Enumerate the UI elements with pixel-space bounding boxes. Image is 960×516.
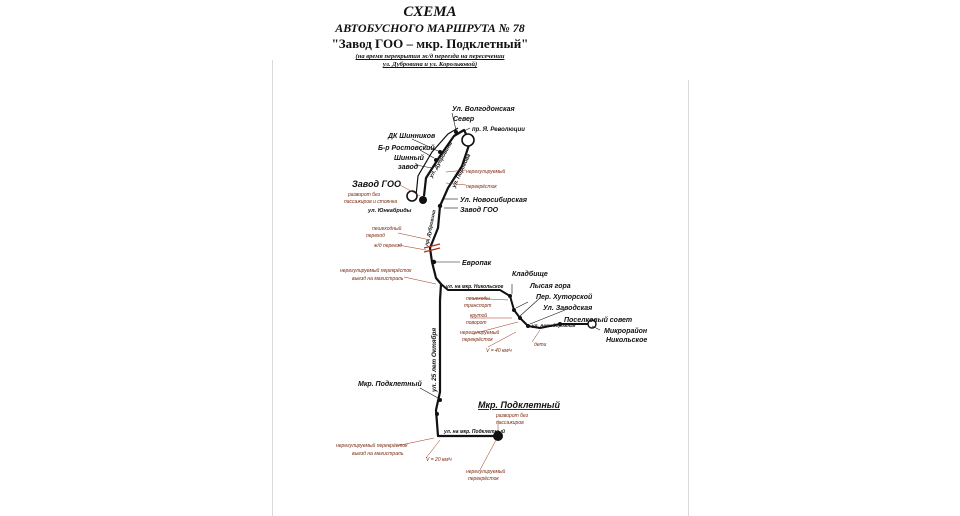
note-speed-60: V = 40 км/ч — [486, 348, 512, 354]
title-line-2: АВТОБУСНОГО МАРШРУТА № 78 — [335, 21, 525, 35]
stop-label-evropak: Европак — [462, 260, 492, 267]
stop-label-dk-shinnikov: ДК Шинников — [387, 133, 436, 140]
stop-dot — [438, 150, 442, 154]
note-povorot: поворот — [466, 320, 487, 326]
note-speed-20: V = 20 км/ч — [426, 457, 452, 463]
scan-edge-left — [272, 60, 273, 516]
stop-label-kladbishche: Кладбище — [512, 270, 548, 278]
stop-dot — [434, 158, 438, 162]
note-unreg-int-2: выезд на магистраль — [352, 276, 404, 282]
street-label-dubrovin-s: пр. Дубровина — [423, 209, 437, 246]
stop-dot — [435, 412, 439, 416]
terminal-nikolskoe — [587, 319, 597, 329]
note-razvorot-1: разворот без — [347, 192, 381, 198]
terminal-podkletny — [493, 431, 503, 441]
note-unreg-int-1: нерегулируемый перекрёсток — [340, 267, 412, 274]
stop-label-novosibirskaya: Ул. Новосибирская — [460, 196, 527, 204]
title-line-3: "Завод ГОО – мкр. Подклетный" — [331, 36, 529, 51]
title-line-5: ул. Дубровина и ул. Корольковой) — [382, 61, 478, 68]
stop-label-zavod-goo-big: Завод ГОО — [352, 179, 401, 189]
stop-label-mkr-nikolskoe-1: Микрорайон — [604, 327, 648, 335]
stop-dot — [454, 130, 458, 134]
stop-label-mkr-podkletny: Мкр. Подклетный — [358, 380, 422, 388]
stop-dot — [437, 203, 443, 209]
street-label-vertical-road: ул. 25 лет Октября — [430, 328, 438, 393]
stop-dot — [508, 294, 512, 298]
turnaround-loop-goo — [406, 190, 418, 202]
stop-label-zavod-goo: Завод ГОО — [460, 206, 499, 214]
route-line-branch — [440, 283, 590, 329]
note-neregul-b-2: перекрёсток — [468, 476, 499, 482]
route-line-main — [422, 128, 498, 438]
note-razvorot-2: пассажиров и стоянка — [344, 199, 397, 205]
stop-dot — [512, 308, 516, 312]
railway-mark — [423, 243, 441, 249]
note-regulated-1: нерегулируемый — [466, 168, 506, 175]
stop-label-mkr-podkletny-big: Мкр. Подклетный — [478, 400, 560, 410]
note-pereezd-2: переход — [366, 233, 385, 239]
note-neregul-2: перекрёсток — [462, 337, 493, 343]
note-krutoy: крутой — [470, 312, 487, 319]
note-razvorot-podkl-1: разворот без — [495, 413, 529, 419]
title-line-4: (на время перекрытия ж/д переезда на пер… — [355, 53, 505, 60]
railway-mark — [423, 247, 441, 253]
stop-label-poselkovy-sovet: Поселковый совет — [564, 316, 632, 324]
note-deti: дети — [534, 342, 547, 348]
street-label-yakovlevskaya: ул. Юнкабриды — [367, 207, 412, 214]
stop-dot — [518, 316, 522, 320]
stop-label-ul-zavodskaya: Ул. Заводская — [543, 304, 592, 312]
stop-dot — [438, 398, 442, 402]
note-unreg-bottom-1: нерегулируемый перекрёсток — [336, 442, 408, 449]
stop-label-volgodonskaya: Ул. Волгодонская — [452, 105, 515, 113]
stop-label-shinny-zavod-1: Шинный — [394, 154, 425, 162]
stop-dot — [558, 322, 562, 326]
stop-label-shinny-zavod-2: завод — [398, 163, 419, 171]
street-label-avtodorozhnaya: ул. Автодорожная — [531, 323, 576, 328]
note-pesh-1: пешеходы — [466, 296, 490, 302]
note-regulated-2: перекрёсток — [466, 184, 497, 190]
note-leaders — [395, 169, 541, 471]
stop-dot — [526, 324, 530, 328]
note-pereezd-1: пешеходный — [372, 225, 402, 232]
stop-label-b-rostovsky: Б-р Ростовский — [378, 144, 435, 152]
note-neregul-b-1: нерегулируемый — [466, 468, 506, 475]
stop-label-lysaya-gora: Лысая гора — [529, 283, 571, 290]
turnaround-loop-top — [461, 133, 475, 147]
stop-label-sever: Север — [453, 116, 475, 123]
route-line-upper — [415, 127, 459, 197]
stop-label-per-khutorskoy: Пер. Хуторской — [536, 293, 593, 301]
note-neregul-1: нерегулируемый — [460, 329, 500, 336]
stop-label-pr-revolyutsii: пр. Я. Революции — [472, 127, 525, 133]
leader-lines — [411, 112, 601, 399]
stop-label-mkr-nikolskoe-2: Никольское — [606, 337, 647, 344]
note-pesh-2: транспорт — [464, 303, 491, 309]
note-railway: ж/д переезд — [373, 243, 402, 249]
stop-dot — [431, 259, 437, 265]
note-unreg-bottom-2: выезд на магистраль — [352, 451, 404, 457]
title-line-1: СХЕМА — [403, 4, 457, 20]
scan-edge-right — [688, 80, 689, 516]
street-label-mkr-nikolskoe-road: ул. на мкр. Никольское — [445, 284, 504, 290]
note-razvorot-podkl-2: пассажиров — [496, 420, 524, 426]
street-label-mkr-podkletny-road: ул. на мкр. Подклетный — [443, 428, 505, 435]
terminal-zavod-goo — [419, 196, 427, 204]
